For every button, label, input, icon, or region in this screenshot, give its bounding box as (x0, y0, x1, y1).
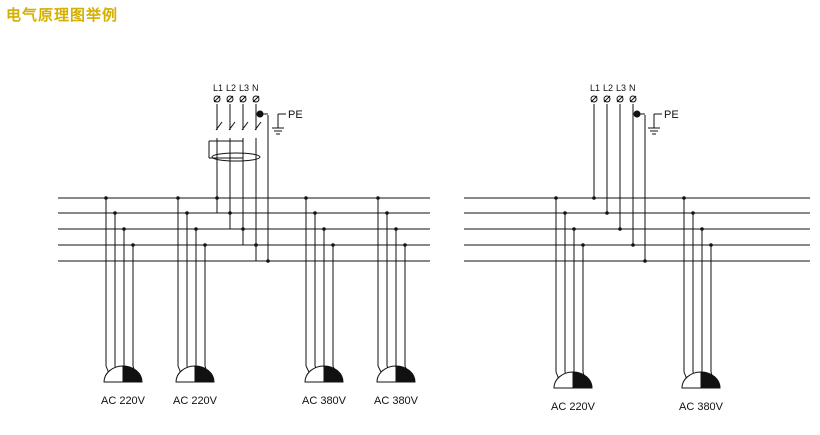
terminal-slash (603, 95, 611, 103)
terminal-label: L3 (239, 83, 249, 93)
terminal-screw (616, 95, 624, 103)
terminal-label: L2 (226, 83, 236, 93)
terminal-label: L1 (213, 83, 223, 93)
load-voltage-label: AC 380V (374, 395, 419, 407)
terminal-slash (252, 95, 260, 103)
terminal-slash (226, 95, 234, 103)
junction-dot (605, 211, 609, 215)
load-voltage-label: AC 220V (101, 395, 146, 407)
load-voltage-label: AC 220V (551, 401, 596, 413)
load-voltage-label: AC 380V (679, 401, 724, 413)
load-voltage-label: AC 380V (302, 395, 347, 407)
pe-label: PE (288, 109, 303, 121)
junction-dot (215, 196, 219, 200)
terminal-slash (239, 95, 247, 103)
junction-dot (241, 227, 245, 231)
load-half-black (700, 371, 721, 389)
load-half-black (194, 365, 215, 383)
terminal-screw (590, 95, 598, 103)
junction-dot (266, 259, 270, 263)
load-voltage-label: AC 220V (173, 395, 218, 407)
terminal-label: L3 (616, 83, 626, 93)
terminal-label: L2 (603, 83, 613, 93)
switch-contact (215, 121, 223, 131)
junction-dot (254, 243, 258, 247)
terminal-label: N (252, 83, 259, 93)
switch-contact (228, 121, 236, 131)
load-half-white (376, 365, 397, 383)
junction-dot (631, 243, 635, 247)
load-half-black (323, 365, 344, 383)
load-half-black (395, 365, 416, 383)
junction-dot (643, 259, 647, 263)
switch-contact (254, 121, 262, 131)
pe-label: PE (664, 109, 679, 121)
terminal-slash (629, 95, 637, 103)
junction-dot (618, 227, 622, 231)
terminal-screw (239, 95, 247, 103)
terminal-screw (226, 95, 234, 103)
terminal-screw (603, 95, 611, 103)
terminal-screw (213, 95, 221, 103)
load-half-white (304, 365, 325, 383)
terminal-label: L1 (590, 83, 600, 93)
junction-dot (228, 211, 232, 215)
load-half-black (572, 371, 593, 389)
terminal-screw (252, 95, 260, 103)
junction-dot (592, 196, 596, 200)
terminal-slash (616, 95, 624, 103)
terminal-slash (590, 95, 598, 103)
switch-contact (241, 121, 249, 131)
page-title: 电气原理图举例 (6, 6, 119, 24)
terminal-slash (213, 95, 221, 103)
terminal-screw (629, 95, 637, 103)
current-transformer (211, 152, 261, 162)
terminal-label: N (629, 83, 636, 93)
load-half-black (122, 365, 143, 383)
